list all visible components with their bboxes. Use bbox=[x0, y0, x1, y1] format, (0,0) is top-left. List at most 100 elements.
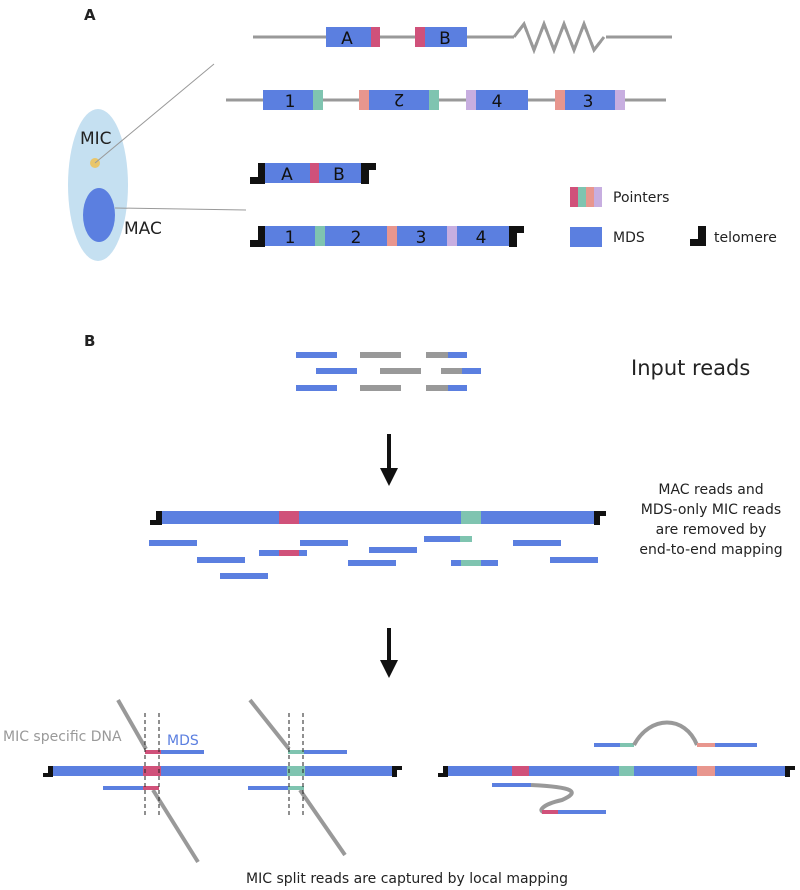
mic-pointer-line bbox=[94, 63, 215, 164]
split-read-pointer bbox=[143, 786, 159, 790]
local-mapping-left: MIC specific DNA MDS bbox=[3, 698, 402, 864]
read bbox=[348, 560, 396, 566]
mic-label: MIC bbox=[80, 129, 112, 149]
read bbox=[300, 540, 348, 546]
pointer-swatch bbox=[570, 187, 578, 207]
pointer-block bbox=[619, 766, 634, 776]
read bbox=[299, 550, 307, 556]
read bbox=[462, 368, 481, 374]
mds-block bbox=[265, 163, 310, 183]
telomere-icon bbox=[690, 226, 706, 246]
read bbox=[481, 560, 498, 566]
mds-block bbox=[325, 226, 387, 246]
legend-telomere-label: telomere bbox=[714, 230, 777, 246]
mic-squiggle bbox=[530, 783, 574, 814]
split-read-pointer bbox=[288, 786, 304, 790]
read bbox=[296, 352, 337, 358]
note-line: MDS-only MIC reads bbox=[641, 502, 781, 518]
pointer-swatch bbox=[586, 187, 594, 207]
legend: Pointers MDS telomere bbox=[570, 187, 777, 247]
caption: MIC split reads are captured by local ma… bbox=[246, 871, 568, 887]
pointer-block bbox=[615, 90, 625, 110]
mds-block bbox=[263, 90, 313, 110]
mds-label: A bbox=[341, 29, 353, 49]
mic-loop bbox=[632, 720, 699, 746]
mds-block bbox=[397, 226, 447, 246]
split-read-pointer bbox=[620, 743, 634, 747]
mds-block bbox=[369, 90, 429, 110]
read bbox=[461, 560, 481, 566]
note-line: end-to-end mapping bbox=[639, 542, 782, 558]
read bbox=[279, 550, 299, 556]
split-read-mds bbox=[558, 810, 606, 814]
read bbox=[426, 352, 448, 358]
mds-label: 1 bbox=[285, 92, 296, 112]
mds-swatch bbox=[570, 227, 602, 247]
down-arrow-icon bbox=[380, 434, 398, 486]
read bbox=[448, 352, 467, 358]
mds-block bbox=[265, 226, 315, 246]
read bbox=[380, 368, 421, 374]
telomere-icon bbox=[361, 163, 376, 184]
mds-label: 4 bbox=[476, 228, 487, 248]
split-read-mds bbox=[492, 783, 531, 787]
pointer-swatch bbox=[578, 187, 586, 207]
pointer-block bbox=[697, 766, 715, 776]
mic-read-segment bbox=[151, 788, 200, 864]
local-mapping-right bbox=[438, 720, 795, 814]
mds-label: 4 bbox=[492, 92, 503, 112]
pointer-block bbox=[359, 90, 369, 110]
pointer-block bbox=[466, 90, 476, 110]
mds-read-label: MDS bbox=[167, 733, 199, 749]
mic-gene-scrambled: 1 2 4 3 bbox=[226, 89, 666, 112]
read bbox=[424, 536, 460, 542]
pointer-block bbox=[279, 511, 299, 524]
mds-block bbox=[425, 27, 467, 47]
mic-read-segment bbox=[248, 698, 291, 751]
mds-label: 3 bbox=[583, 92, 594, 112]
pointer-block bbox=[447, 226, 457, 246]
pointer-block bbox=[143, 766, 161, 776]
split-read-mds bbox=[715, 743, 757, 747]
telomere-icon bbox=[594, 511, 606, 525]
mac-chromosome-1234: 1 2 3 4 bbox=[250, 226, 524, 248]
read bbox=[513, 540, 561, 546]
mds-block bbox=[476, 90, 528, 110]
mds-label: B bbox=[333, 165, 345, 185]
read bbox=[441, 368, 462, 374]
mds-block bbox=[319, 163, 361, 183]
split-read-mds bbox=[161, 750, 204, 754]
pointer-block bbox=[512, 766, 529, 776]
pointer-block bbox=[313, 90, 323, 110]
pointer-block bbox=[415, 27, 425, 47]
read bbox=[316, 368, 357, 374]
mds-label-inverted: 2 bbox=[394, 89, 405, 109]
legend-pointers-label: Pointers bbox=[613, 190, 669, 206]
telomere-icon bbox=[392, 766, 402, 777]
panel-a-label: A bbox=[84, 6, 96, 24]
note-line: are removed by bbox=[656, 522, 767, 538]
read bbox=[369, 547, 417, 553]
read bbox=[197, 557, 245, 563]
split-read-mds bbox=[304, 750, 347, 754]
step1-note: MAC reads and MDS-only MIC reads are rem… bbox=[639, 482, 782, 558]
telomere-icon bbox=[250, 163, 265, 184]
read bbox=[296, 385, 337, 391]
telomere-icon bbox=[43, 766, 53, 777]
mds-label: 1 bbox=[285, 228, 296, 248]
pointer-block bbox=[315, 226, 325, 246]
telomere-icon bbox=[509, 226, 524, 247]
mic-read-segment bbox=[298, 788, 347, 857]
transposon-zigzag bbox=[512, 19, 606, 55]
mic-read-segment bbox=[116, 699, 148, 750]
split-read-mds bbox=[103, 786, 143, 790]
input-reads bbox=[296, 352, 481, 391]
mac-nucleus bbox=[83, 188, 115, 242]
read bbox=[360, 352, 401, 358]
mac-pointer-line bbox=[114, 207, 247, 211]
mds-label: A bbox=[281, 165, 293, 185]
pointer-block bbox=[555, 90, 565, 110]
mds-label: 3 bbox=[416, 228, 427, 248]
pointer-block bbox=[461, 511, 481, 524]
read bbox=[460, 536, 472, 542]
